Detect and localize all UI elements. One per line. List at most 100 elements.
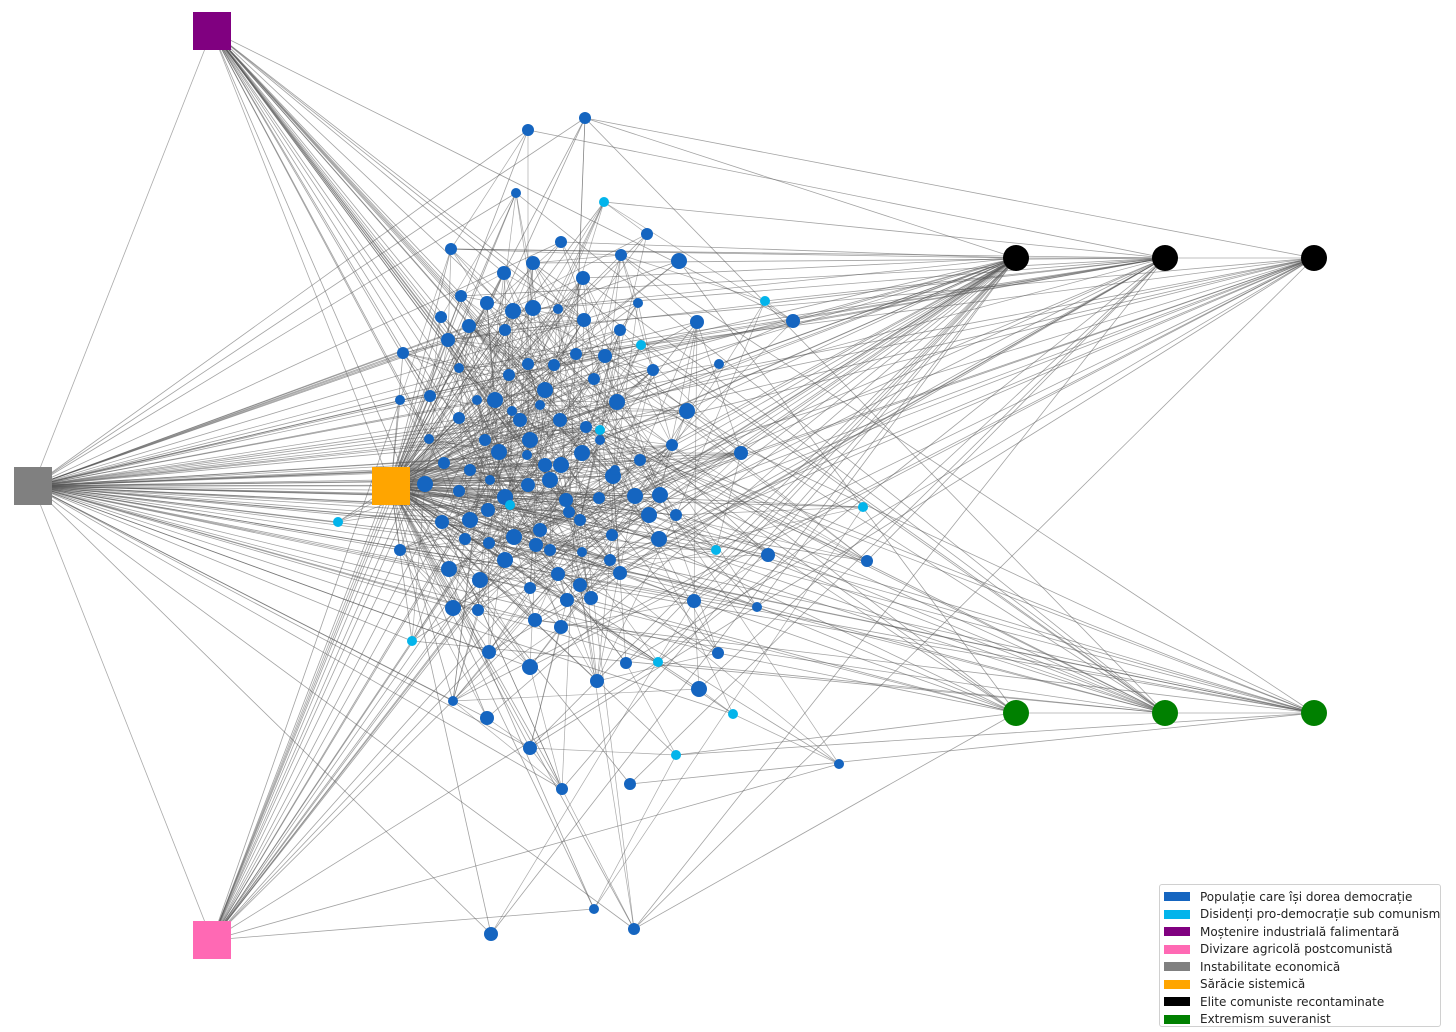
graph-edge (529, 747, 563, 790)
graph-edge (658, 538, 1166, 714)
graph-edge (390, 295, 462, 487)
graph-edge (639, 257, 1017, 461)
node-populatie (522, 659, 538, 675)
graph-edge (557, 573, 627, 664)
graph-edge (32, 389, 546, 487)
node-populatie (598, 349, 612, 363)
graph-edge (568, 494, 661, 513)
graph-edge (620, 254, 673, 446)
node-populatie (573, 578, 587, 592)
node-populatie (525, 300, 541, 316)
graph-edge (211, 30, 505, 274)
graph-edge (211, 661, 659, 941)
graph-edge (633, 257, 1315, 930)
graph-edge (640, 344, 1166, 714)
graph-edge (32, 485, 621, 574)
node-populatie (533, 523, 547, 537)
graph-edge (390, 485, 840, 765)
node-populatie (589, 904, 599, 914)
graph-edge (620, 254, 639, 304)
graph-edge (620, 254, 1315, 714)
legend-swatch-elite (1164, 997, 1190, 1007)
node-populatie (712, 647, 724, 659)
node-populatie (576, 271, 590, 285)
graph-edge (399, 367, 460, 551)
graph-edge (458, 329, 506, 492)
node-populatie (556, 783, 568, 795)
graph-edge (579, 584, 635, 930)
legend-label-populatie: Populație care își dorea democrație (1200, 889, 1413, 904)
graph-edge (529, 666, 563, 790)
graph-edge (337, 426, 587, 523)
graph-edge (529, 559, 611, 668)
node-populatie (472, 395, 482, 405)
node-populatie (435, 515, 449, 529)
node-populatie (577, 547, 587, 557)
graph-edge (468, 325, 618, 403)
node-populatie (503, 369, 515, 381)
graph-edge (448, 544, 537, 570)
graph-edge (428, 438, 551, 481)
node-instabilitate (14, 467, 52, 505)
graph-edge (657, 661, 1166, 714)
graph-edge (424, 439, 531, 485)
node-populatie (734, 446, 748, 460)
graph-edge (399, 542, 490, 551)
node-populatie (563, 506, 575, 518)
graph-edge (399, 549, 1017, 714)
graph-edge (599, 254, 622, 441)
node-disidenti (595, 425, 605, 435)
graph-edge (579, 429, 601, 521)
graph-edge (469, 364, 555, 471)
graph-edge (866, 257, 1166, 562)
graph-edge (452, 504, 511, 702)
graph-edge (575, 257, 1315, 355)
graph-edge (498, 451, 621, 574)
node-populatie (752, 602, 762, 612)
legend-item-extremism: Extremism suveranist (1164, 1011, 1440, 1029)
graph-edge (560, 300, 766, 628)
graph-edge (544, 426, 587, 466)
legend-swatch-disidenti (1164, 909, 1190, 919)
graph-edge (764, 257, 1166, 302)
graph-edge (579, 257, 1166, 521)
legend-item-populatie: Populație care își dorea democrație (1164, 888, 1440, 906)
graph-edge (535, 544, 583, 553)
graph-edge (440, 192, 517, 318)
graph-edge (477, 609, 536, 621)
graph-edge (447, 339, 555, 366)
graph-edge (599, 429, 1166, 714)
legend-label-mostenire: Moștenire industrială falimentară (1200, 924, 1400, 939)
graph-edge (504, 514, 650, 561)
node-populatie (537, 382, 553, 398)
node-populatie (445, 243, 457, 255)
graph-edge (488, 504, 511, 653)
graph-edge (429, 367, 460, 397)
node-populatie (691, 681, 707, 697)
graph-edge (441, 521, 531, 668)
node-extremism-1 (1003, 700, 1029, 726)
graph-edge (211, 549, 401, 941)
graph-edge (486, 717, 531, 749)
graph-edge (633, 257, 1166, 930)
graph-edge (561, 788, 635, 930)
node-populatie (610, 465, 620, 475)
graph-edge (464, 504, 511, 540)
graph-edge (504, 353, 577, 498)
graph-edge (639, 459, 769, 556)
node-populatie (417, 476, 433, 492)
graph-edge (32, 485, 413, 642)
graph-edge (560, 600, 695, 628)
graph-edge (619, 329, 742, 454)
graph-edge (448, 568, 1017, 714)
legend-label-disidenti: Disidenți pro-democrație sub comunism (1200, 907, 1441, 922)
node-populatie (445, 600, 461, 616)
graph-edge (561, 319, 585, 790)
graph-edge (211, 30, 392, 487)
graph-edge (211, 277, 584, 941)
node-populatie (641, 228, 653, 240)
node-populatie (671, 253, 687, 269)
graph-edge (390, 485, 635, 930)
graph-edge (32, 485, 454, 609)
node-populatie (522, 124, 534, 136)
